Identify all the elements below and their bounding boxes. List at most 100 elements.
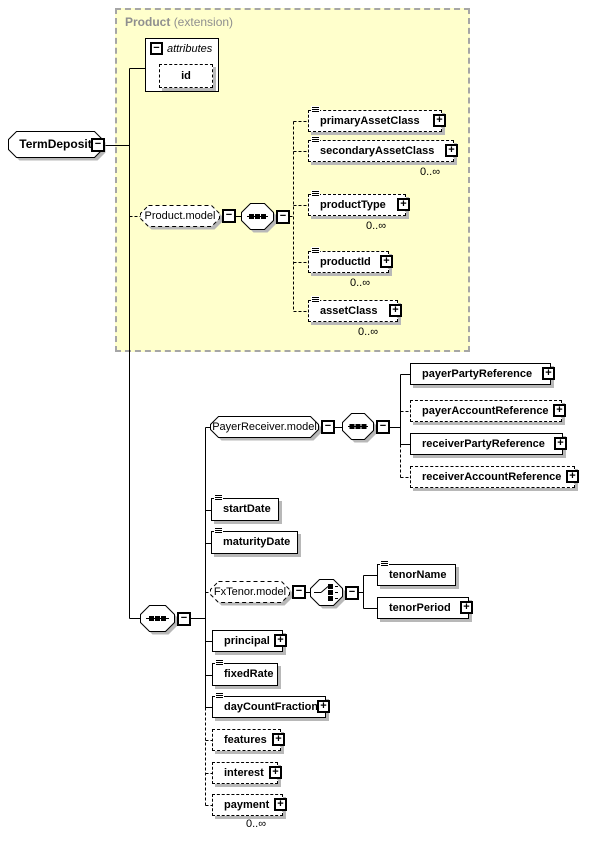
collapse-icon[interactable]: − — [376, 419, 390, 434]
collapse-icon[interactable]: − — [292, 585, 306, 599]
collapse-icon[interactable]: − — [222, 209, 236, 223]
expand-icon[interactable]: + — [272, 733, 285, 746]
element-principal[interactable]: principal + — [212, 630, 287, 652]
group-product-model[interactable]: Product.model− — [140, 205, 236, 230]
element-payment[interactable]: payment + — [212, 794, 287, 816]
attributes-panel[interactable]: − attributes id — [145, 38, 219, 92]
text-content-icon — [215, 692, 224, 702]
expand-icon[interactable]: + — [445, 144, 458, 157]
node-label: receiverPartyReference — [422, 438, 545, 450]
expand-icon[interactable]: + — [274, 634, 287, 647]
expand-icon[interactable]: + — [554, 437, 567, 450]
element-tenorperiod[interactable]: tenorPeriod + — [377, 597, 473, 619]
element-productid[interactable]: productId+ — [308, 247, 393, 273]
sequence-compositor-product-model[interactable]: − — [241, 203, 290, 233]
element-fixedrate[interactable]: fixedRate — [212, 659, 278, 686]
node-label: principal — [224, 635, 270, 647]
text-content-icon — [311, 247, 320, 257]
expand-icon[interactable]: + — [460, 601, 473, 614]
element-receiverpartyreference[interactable]: receiverPartyReference + — [410, 433, 567, 455]
attribute-id[interactable]: id — [159, 64, 213, 88]
group-title-kind: (extension) — [173, 15, 234, 29]
node-label: dayCountFraction — [224, 701, 319, 713]
node-label: TermDeposit — [19, 137, 92, 151]
expand-icon[interactable]: + — [317, 700, 330, 713]
node-label: startDate — [223, 503, 271, 515]
collapse-icon[interactable]: − — [321, 420, 335, 434]
node-label: tenorName — [389, 569, 447, 581]
collapse-icon[interactable]: − — [150, 42, 163, 55]
expand-icon[interactable]: + — [553, 404, 566, 417]
node-label: payment — [224, 799, 270, 811]
node-label: FxTenor.model — [213, 586, 287, 598]
element-tenorname[interactable]: tenorName — [377, 560, 456, 586]
element-termdeposit[interactable]: TermDeposit− — [8, 131, 106, 161]
element-payeraccountreference[interactable]: payerAccountReference + — [410, 400, 566, 422]
expand-icon[interactable]: + — [397, 198, 410, 211]
text-content-icon — [311, 190, 320, 200]
node-label: primaryAssetClass — [320, 115, 420, 127]
node-label: productType — [320, 199, 386, 211]
occurrence-label: 0..∞ — [350, 277, 371, 289]
node-label: secondaryAssetClass — [320, 145, 435, 157]
sequence-compositor-termdeposit[interactable]: − — [140, 605, 191, 635]
text-content-icon — [214, 527, 223, 537]
collapse-icon[interactable]: − — [345, 585, 359, 600]
element-secondaryassetclass[interactable]: secondaryAssetClass + — [308, 136, 458, 162]
expand-icon[interactable]: + — [389, 304, 402, 317]
element-payerpartyreference[interactable]: payerPartyReference + — [410, 363, 555, 385]
element-assetclass[interactable]: assetClass + — [308, 296, 402, 322]
sequence-icon — [140, 605, 178, 635]
node-label: fixedRate — [224, 668, 274, 680]
node-label: PayerReceiver.model — [212, 421, 317, 433]
node-label: assetClass — [320, 305, 378, 317]
expand-icon[interactable]: + — [542, 367, 555, 380]
element-primaryassetclass[interactable]: primaryAssetClass + — [308, 106, 446, 132]
text-content-icon — [311, 106, 320, 116]
choice-icon — [310, 579, 346, 609]
attributes-header: − attributes — [146, 39, 218, 55]
occurrence-label: 0..∞ — [420, 166, 441, 178]
expand-icon[interactable]: + — [274, 798, 287, 811]
expand-icon[interactable]: + — [380, 255, 393, 268]
collapse-icon[interactable]: − — [177, 611, 191, 626]
sequence-compositor-payerreceiver[interactable]: − — [342, 413, 390, 443]
group-title: Product (extension) — [125, 15, 233, 29]
element-receiveraccountreference[interactable]: receiverAccountReference + — [410, 466, 579, 488]
sequence-icon — [342, 413, 377, 443]
node-label: Product.model — [144, 210, 216, 222]
collapse-icon[interactable]: − — [91, 137, 105, 152]
element-maturitydate[interactable]: maturityDate — [211, 527, 298, 554]
collapse-icon[interactable]: − — [276, 209, 290, 224]
occurrence-label: 0..∞ — [246, 818, 267, 830]
element-startdate[interactable]: startDate — [211, 494, 279, 521]
occurrence-label: 0..∞ — [358, 326, 379, 338]
group-fxtenor-model[interactable]: FxTenor.model− — [210, 581, 306, 606]
choice-compositor-fxtenor[interactable]: − — [310, 579, 359, 609]
text-content-icon — [215, 659, 224, 669]
element-daycountfraction[interactable]: dayCountFraction+ — [212, 692, 330, 718]
node-label: payerPartyReference — [422, 368, 533, 380]
expand-icon[interactable]: + — [566, 470, 579, 483]
node-label: interest — [224, 767, 264, 779]
expand-icon[interactable]: + — [433, 114, 446, 127]
element-producttype[interactable]: productType + — [308, 190, 410, 216]
group-title-name: Product — [125, 15, 171, 29]
text-content-icon — [311, 136, 320, 146]
element-interest[interactable]: interest + — [212, 762, 282, 784]
attributes-label: attributes — [167, 42, 213, 55]
text-content-icon — [311, 296, 320, 306]
text-content-icon — [380, 560, 389, 570]
sequence-icon — [241, 203, 277, 233]
node-label: maturityDate — [223, 536, 291, 548]
expand-icon[interactable]: + — [269, 766, 282, 779]
element-features[interactable]: features + — [212, 729, 285, 751]
occurrence-label: 0..∞ — [366, 220, 387, 232]
node-label: tenorPeriod — [389, 602, 451, 614]
node-label: features — [224, 734, 267, 746]
node-label: payerAccountReference — [422, 405, 549, 417]
group-payerreceiver-model[interactable]: PayerReceiver.model− — [210, 416, 335, 441]
node-label: receiverAccountReference — [422, 471, 562, 483]
